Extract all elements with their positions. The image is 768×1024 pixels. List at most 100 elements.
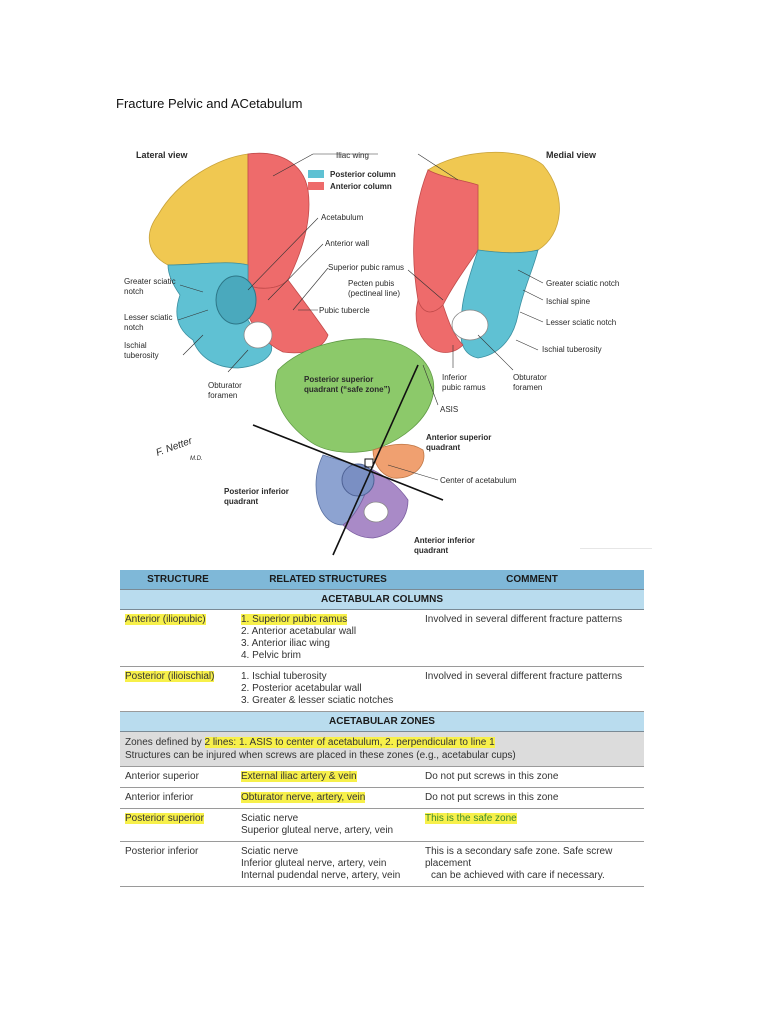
label-ischial-tuberosity-1: Ischial bbox=[124, 341, 147, 350]
related-cell: Sciatic nerve Superior gluteal nerve, ar… bbox=[236, 808, 420, 842]
label-pectineal-line: (pectineal line) bbox=[348, 289, 400, 298]
document-title: Fracture Pelvic and ACetabulum bbox=[116, 96, 303, 111]
comment-line: can be achieved with care if necessary. bbox=[431, 870, 605, 881]
lateral-view-bone bbox=[149, 152, 329, 369]
label-anterior-inferior-2: quadrant bbox=[414, 546, 449, 555]
label-anterior-superior-1: Anterior superior bbox=[426, 433, 491, 442]
label-acetabulum: Acetabulum bbox=[321, 213, 364, 222]
section-title: ACETABULAR ZONES bbox=[120, 711, 644, 732]
related-item: Inferior gluteal nerve, artery, vein bbox=[241, 858, 387, 869]
related-cell: External iliac artery & vein bbox=[236, 766, 420, 788]
lateral-view-title: Lateral view bbox=[136, 150, 189, 160]
structure-cell: Posterior inferior bbox=[120, 841, 236, 887]
related-cell: 1. Superior pubic ramus 2. Anterior acet… bbox=[236, 609, 420, 667]
label-obturator-2: foramen bbox=[208, 391, 237, 400]
label-inferior-pubic-2: pubic ramus bbox=[442, 383, 486, 392]
label-iliac-wing: Iliac wing bbox=[336, 151, 369, 160]
artist-signature-md: M.D. bbox=[190, 456, 203, 462]
leader-lines bbox=[177, 153, 544, 481]
related-item: 2. Anterior acetabular wall bbox=[241, 626, 357, 637]
comment-cell: Involved in several different fracture p… bbox=[420, 666, 644, 712]
related-item: Obturator nerve, artery, vein bbox=[241, 792, 366, 803]
structure-cell: Anterior inferior bbox=[120, 787, 236, 809]
label-r-ischial-spine: Ischial spine bbox=[546, 297, 591, 306]
label-greater-sciatic-1: Greater sciatic bbox=[124, 277, 176, 286]
label-r-obturator-2: foramen bbox=[513, 383, 542, 392]
related-item: 1. Ischial tuberosity bbox=[241, 671, 327, 682]
pelvis-anatomy-figure: Posterior column Anterior column Lateral… bbox=[118, 140, 654, 565]
comment-line: This is a secondary safe zone. Safe scre… bbox=[425, 846, 613, 869]
label-asis: ASIS bbox=[440, 405, 458, 414]
section-acetabular-columns: ACETABULAR COLUMNS bbox=[120, 589, 644, 610]
related-item: Sciatic nerve bbox=[241, 813, 299, 824]
label-r-ischial-tuberosity: Ischial tuberosity bbox=[542, 345, 602, 354]
section-acetabular-zones: ACETABULAR ZONES bbox=[120, 711, 644, 732]
label-posterior-superior-2: quadrant (“safe zone”) bbox=[304, 385, 391, 394]
edge-mark bbox=[580, 548, 652, 551]
label-posterior-inferior-2: quadrant bbox=[224, 497, 259, 506]
related-item: 2. Posterior acetabular wall bbox=[241, 683, 362, 694]
comment-cell: Do not put screws in this zone bbox=[420, 766, 644, 788]
structure-posterior-superior: Posterior superior bbox=[125, 813, 204, 824]
label-r-obturator-1: Obturator bbox=[513, 373, 547, 382]
medial-view-title: Medial view bbox=[546, 150, 597, 160]
label-pecten-pubis: Pecten pubis bbox=[348, 279, 394, 288]
safe-zone-comment: This is the safe zone bbox=[425, 813, 517, 824]
label-center-acetabulum: Center of acetabulum bbox=[440, 476, 517, 485]
label-pubic-tubercle: Pubic tubercle bbox=[319, 306, 370, 315]
table-row: Anterior inferior Obturator nerve, arter… bbox=[120, 787, 644, 809]
acetabulum-table: STRUCTURE RELATED STRUCTURES COMMENT ACE… bbox=[120, 570, 644, 887]
note-highlight: 2 lines: 1. ASIS to center of acetabulum… bbox=[204, 737, 495, 748]
label-anterior-superior-2: quadrant bbox=[426, 443, 461, 452]
label-obturator-1: Obturator bbox=[208, 381, 242, 390]
legend-posterior-label: Posterior column bbox=[330, 170, 396, 179]
related-item: Internal pudendal nerve, artery, vein bbox=[241, 870, 401, 881]
section-title: ACETABULAR COLUMNS bbox=[120, 589, 644, 610]
header-related-structures: RELATED STRUCTURES bbox=[236, 570, 420, 590]
comment-cell: This is a secondary safe zone. Safe scre… bbox=[420, 841, 644, 887]
quadrant-bone bbox=[252, 338, 444, 556]
zones-note-row: Zones defined by 2 lines: 1. ASIS to cen… bbox=[120, 731, 644, 767]
medial-view-bone bbox=[413, 151, 560, 359]
related-item: 3. Anterior iliac wing bbox=[241, 638, 330, 649]
figure-labels: Lateral view Medial view Iliac wing Acet… bbox=[124, 150, 619, 555]
label-lesser-sciatic-2: notch bbox=[124, 323, 144, 332]
header-comment: COMMENT bbox=[420, 570, 644, 590]
related-item: 1. Superior pubic ramus bbox=[241, 614, 348, 625]
comment-cell: Do not put screws in this zone bbox=[420, 787, 644, 809]
related-item: External iliac artery & vein bbox=[241, 771, 357, 782]
legend-anterior-label: Anterior column bbox=[330, 182, 392, 191]
label-r-lesser-sciatic: Lesser sciatic notch bbox=[546, 318, 616, 327]
related-item: 4. Pelvic brim bbox=[241, 650, 302, 661]
label-anterior-wall: Anterior wall bbox=[325, 239, 369, 248]
table-header-row: STRUCTURE RELATED STRUCTURES COMMENT bbox=[120, 570, 644, 590]
related-cell: 1. Ischial tuberosity 2. Posterior aceta… bbox=[236, 666, 420, 712]
structure-cell: Anterior (iliopubic) bbox=[120, 609, 236, 667]
related-cell: Sciatic nerve Inferior gluteal nerve, ar… bbox=[236, 841, 420, 887]
label-anterior-inferior-1: Anterior inferior bbox=[414, 536, 475, 545]
legend: Posterior column Anterior column bbox=[308, 170, 396, 191]
table-row: Posterior (ilioischial) 1. Ischial tuber… bbox=[120, 666, 644, 712]
label-r-greater-sciatic: Greater sciatic notch bbox=[546, 279, 619, 288]
structure-cell: Posterior (ilioischial) bbox=[120, 666, 236, 712]
table-row: Posterior superior Sciatic nerve Superio… bbox=[120, 808, 644, 842]
related-item: Superior gluteal nerve, artery, vein bbox=[241, 825, 394, 836]
label-ischial-tuberosity-2: tuberosity bbox=[124, 351, 159, 360]
label-superior-pubic-ramus: Superior pubic ramus bbox=[328, 263, 404, 272]
header-structure: STRUCTURE bbox=[120, 570, 236, 590]
related-item: 3. Greater & lesser sciatic notches bbox=[241, 695, 394, 706]
comment-cell: This is the safe zone bbox=[420, 808, 644, 842]
comment-cell: Involved in several different fracture p… bbox=[420, 609, 644, 667]
artist-signature: F. Netter bbox=[155, 435, 195, 458]
pelvis-illustration: Posterior column Anterior column Lateral… bbox=[124, 150, 619, 556]
table-row: Anterior (iliopubic) 1. Superior pubic r… bbox=[120, 609, 644, 667]
label-inferior-pubic-1: Inferior bbox=[442, 373, 467, 382]
related-cell: Obturator nerve, artery, vein bbox=[236, 787, 420, 809]
label-posterior-inferior-1: Posterior inferior bbox=[224, 487, 289, 496]
table-row: Posterior inferior Sciatic nerve Inferio… bbox=[120, 841, 644, 887]
structure-cell: Posterior superior bbox=[120, 808, 236, 842]
structure-posterior: Posterior (ilioischial) bbox=[125, 671, 215, 682]
label-posterior-superior-1: Posterior superior bbox=[304, 375, 373, 384]
zones-note: Zones defined by 2 lines: 1. ASIS to cen… bbox=[120, 731, 644, 767]
table-row: Anterior superior External iliac artery … bbox=[120, 766, 644, 788]
